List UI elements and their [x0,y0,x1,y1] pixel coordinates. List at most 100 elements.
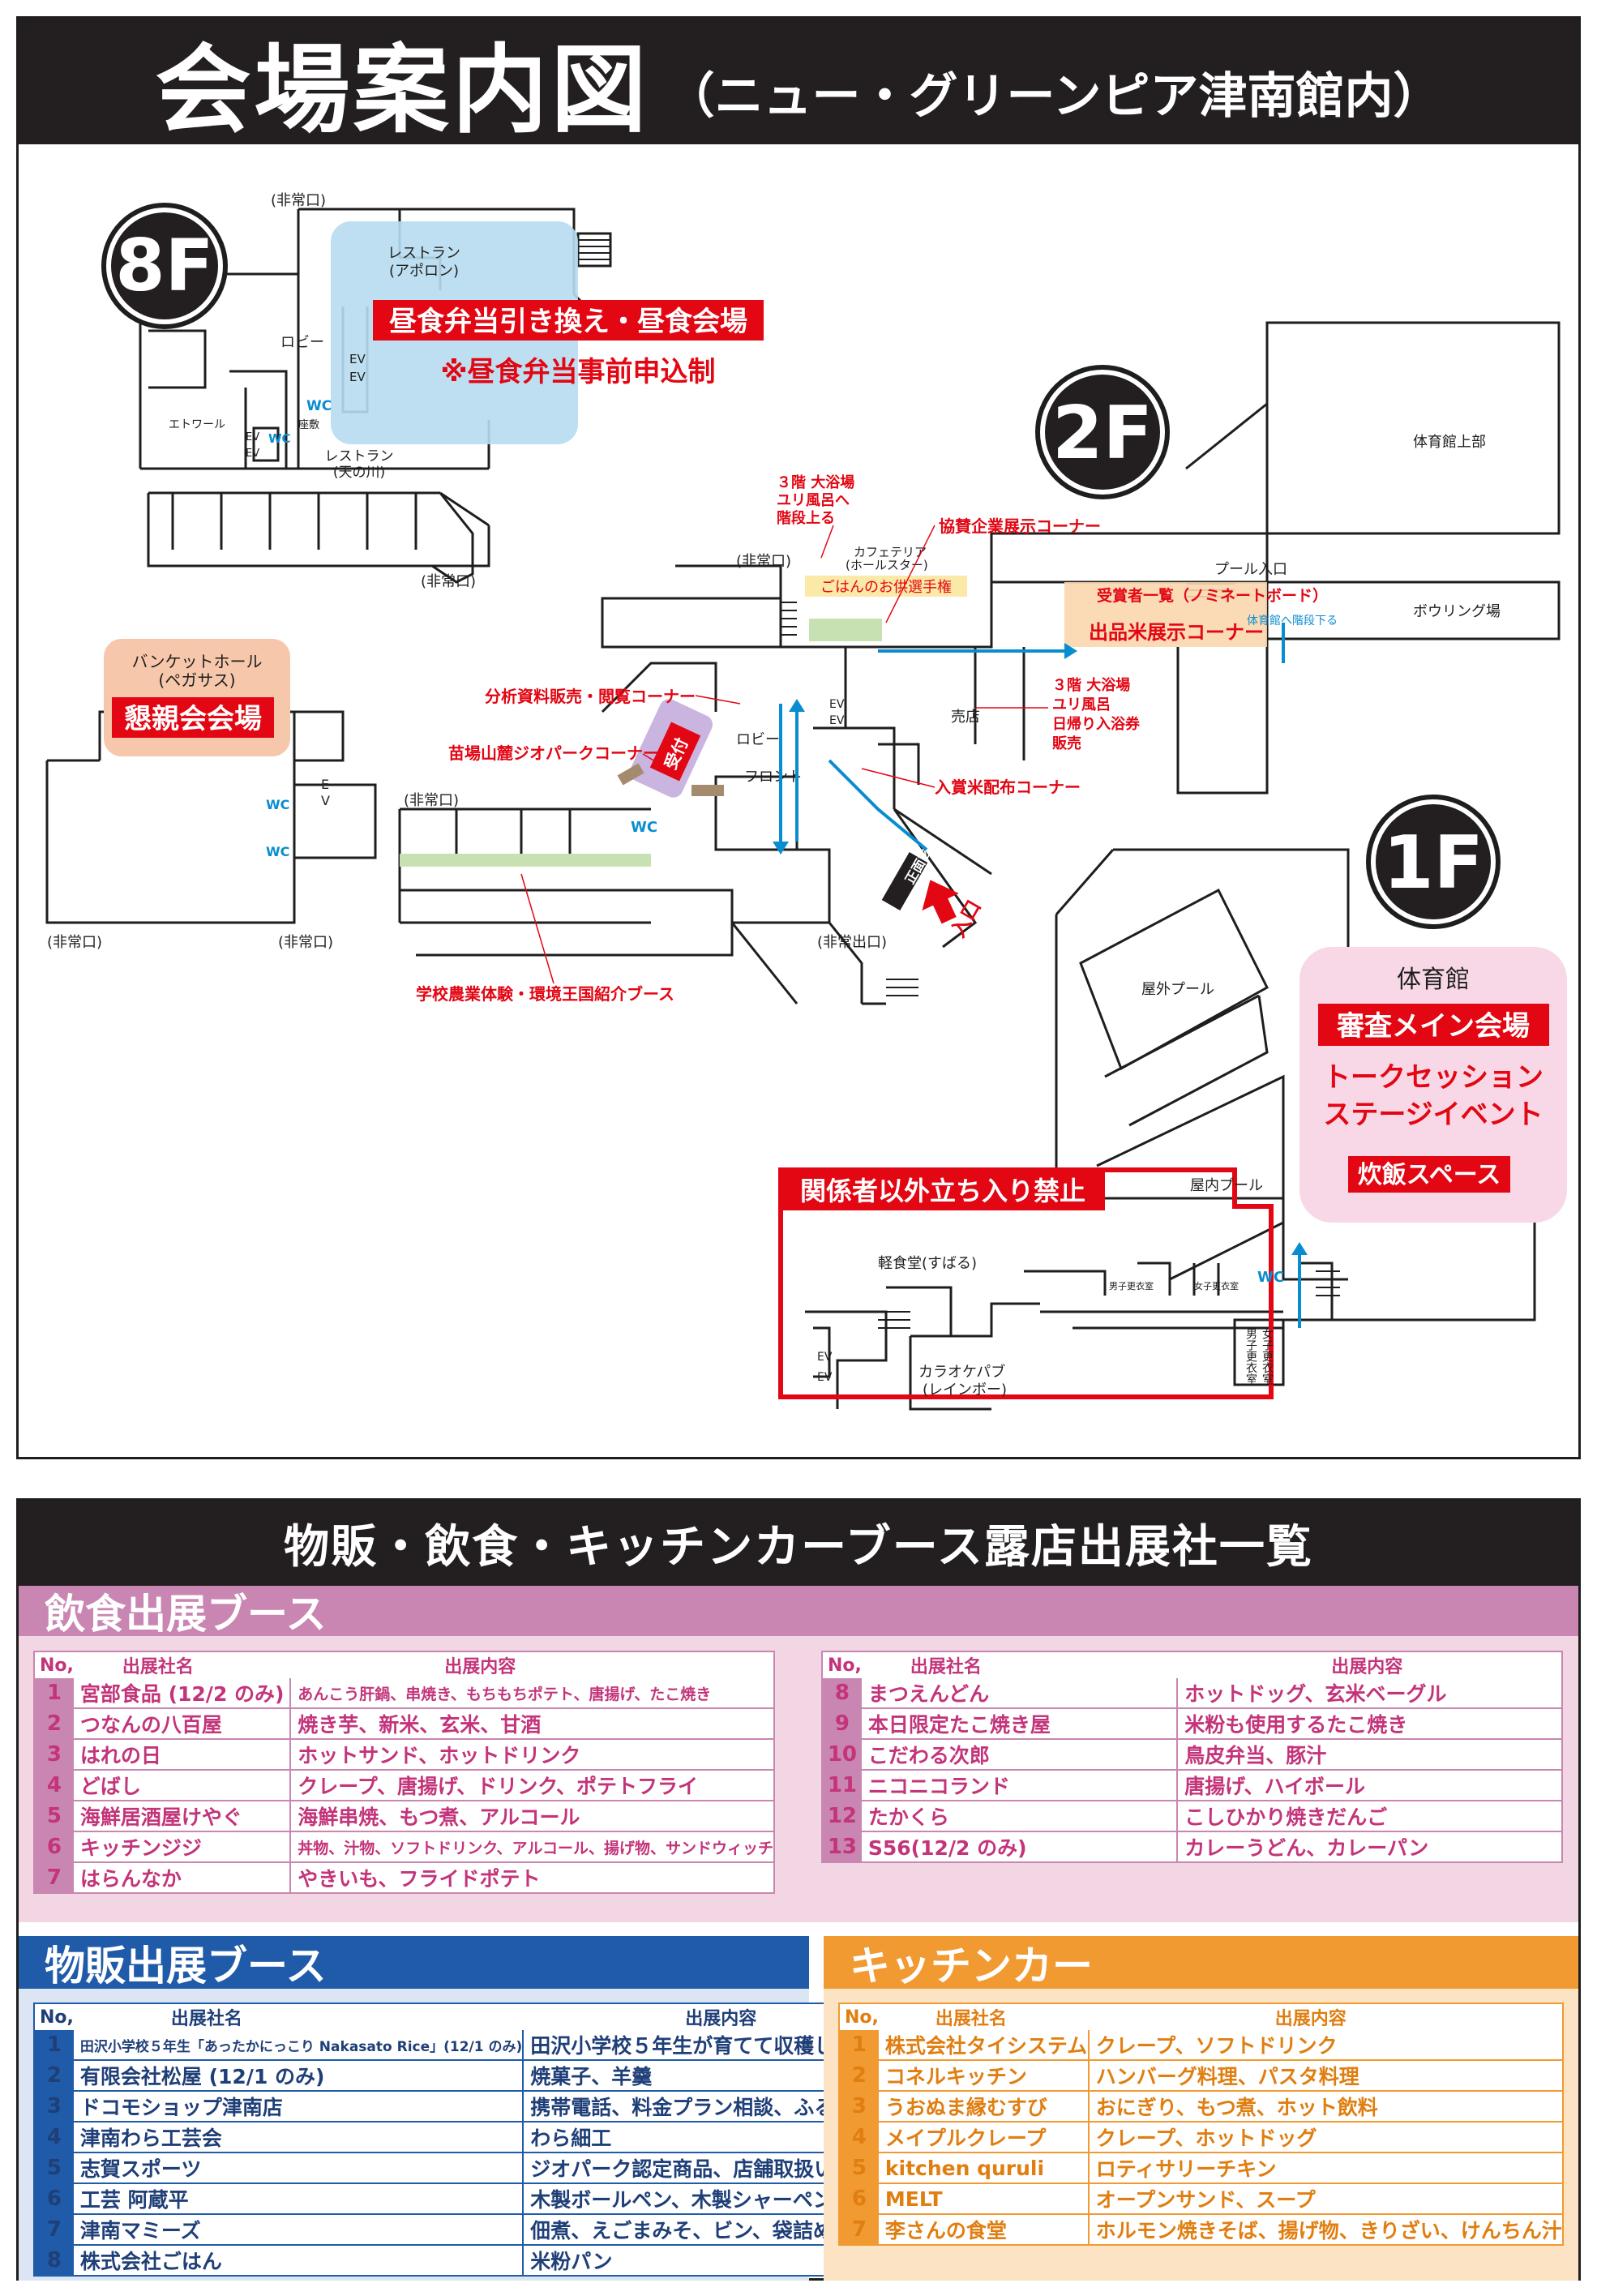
row-number: 2 [34,1708,74,1740]
f8-ev-4: EV [246,448,259,460]
f8-ev-1: EV [349,352,366,366]
goods-booth-title: 物販出展ブース [19,1936,809,1990]
f2-pool-entrance: プール入口 [1214,561,1287,578]
exhibitor-name: つなんの八百屋 [73,1708,291,1740]
arrow-right-icon [1064,643,1077,659]
exhibit-content: こしひかり焼きだんご [1176,1801,1562,1832]
f1-mens-locker: 男子更衣室 [1109,1280,1154,1292]
f1-womens-locker: 女子更衣室 [1194,1280,1239,1292]
exhibitor-name: まつえんどん [861,1678,1178,1709]
floor-map: 8F (非常口) レストラン (アポロン) ロビー エトワール 座敷 レストラン… [45,192,1567,1411]
f8-wc-2: WC [268,431,291,446]
f2-analysis-corner: 分析資料販売・閲覧コーナー [485,687,696,706]
exhibit-content: クレープ、ソフトドリンク [1087,2030,1563,2061]
f8-ev-2: EV [349,370,366,384]
f2-emergency-exit-3: (非常口) [404,792,459,809]
row-number: 3 [34,1739,74,1771]
f2-ev-1: EV [829,698,845,711]
map-subtitle: （ニュー・グリーンピア津南館内） [666,68,1442,125]
svg-text:(レインボー): (レインボー) [923,1381,1007,1399]
svg-text:階段上る: 階段上る [777,509,835,527]
exhibitor-name: ドコモショップ津南店 [73,2091,524,2123]
f2-bath-note2: ３階 大浴場 [1052,676,1130,694]
arrow-down-icon [773,842,789,855]
f2-gohan-box [805,576,967,597]
venue-map-panel: 会場案内図 （ニュー・グリーンピア津南館内） [16,16,1581,1459]
map-header: 会場案内図 （ニュー・グリーンピア津南館内） [19,19,1578,146]
f8-lunch-label-box [373,300,764,341]
f2-sponsor-area [809,619,882,641]
food-booth-title: 飲食出展ブース [19,1586,1578,1638]
f2-geopark-corner: 苗場山麓ジオパークコーナー [448,743,659,763]
f1-light-meal: 軽食堂(すばる) [878,1255,977,1272]
f2-front: フロント [744,769,803,786]
f2-stairs-note: 体育館へ階段下る [1247,614,1338,628]
f8-restaurant-amanogawa: レストラン [325,448,394,465]
row-number: 2 [34,2060,74,2092]
f2-shop: 売店 [951,709,980,726]
exhibit-content: やきいも、フライドポテト [289,1862,774,1894]
f2-prize-rice: 入賞米配布コーナー [935,777,1081,797]
exhibitor-name: 宮部食品 (12/2 のみ) [73,1678,291,1709]
row-number: 5 [839,2152,879,2184]
f2-rice-display-area [1064,582,1267,647]
arrow-up-icon [789,699,805,712]
exhibit-content: ホットサンド、ホットドリンク [289,1739,774,1771]
row-number: 5 [34,1801,74,1832]
f1-outdoor-pool: 屋外プール [1141,981,1214,998]
exhibitor-name: 李さんの食堂 [878,2214,1089,2246]
exhibit-content: クレープ、唐揚げ、ドリンク、ポテトフライ [289,1770,774,1801]
exhibitor-name: こだわる次郎 [861,1739,1178,1771]
f1-wc: WC [1257,1269,1284,1286]
f8-zashiki: 座敷 [298,419,319,431]
f1-indoor-pool: 屋内プール [1190,1177,1263,1194]
row-number: 6 [34,1831,74,1863]
col-content: 出展内容 [685,2009,757,2029]
svg-text:(アポロン): (アポロン) [389,263,459,280]
exhibitor-name: 工芸 阿蔵平 [73,2183,524,2215]
f8-emergency-exit-2: (非常口) [421,573,476,590]
col-no: No, [40,2007,74,2028]
col-name: 出展社名 [935,2009,1007,2029]
exhibitor-name: 有限会社松屋 (12/1 のみ) [73,2060,524,2092]
exhibitor-name: 海鮮居酒屋けやぐ [73,1801,291,1832]
floor-label-2f: 2F [1052,391,1153,476]
f2-emergency-exit-1: (非常口) [47,934,102,951]
f2-bath-note1: ３階 大浴場 [777,473,854,491]
exhibitor-name: 津南わら工芸会 [73,2122,524,2153]
col-no: No, [40,1655,74,1676]
f8-ev-3: EV [246,431,259,443]
map-title: 会場案内図 [155,34,650,146]
svg-text:ユリ風呂へ: ユリ風呂へ [777,492,850,509]
exhibitor-name: はれの日 [73,1739,291,1771]
svg-text:ユリ風呂: ユリ風呂 [1052,696,1111,713]
exhibit-content: オープンサンド、スープ [1087,2183,1563,2215]
f2-main-entrance-box [881,852,928,910]
f1-restricted-area [778,1167,1274,1399]
exhibitor-name: 本日限定たこ焼き屋 [861,1708,1178,1740]
exhibitor-name: 株式会社ごはん [73,2245,524,2277]
f2-emergency-exit-4: (非常口) [736,553,791,570]
f2-social-label: 懇親会会場 [124,703,262,735]
row-number: 6 [34,2183,74,2215]
f2-ev-2: EV [829,714,845,727]
exhibit-content: あんこう肝鍋、串焼き、もちもちポテト、唐揚げ、たこ焼き [289,1678,774,1709]
col-no: No, [845,2007,879,2028]
col-no: No, [828,1655,862,1676]
exhibit-content: 鳥皮弁当、豚汁 [1176,1739,1562,1771]
col-content: 出展内容 [444,1657,516,1677]
f2-ev-vertical-v: V [321,793,330,808]
